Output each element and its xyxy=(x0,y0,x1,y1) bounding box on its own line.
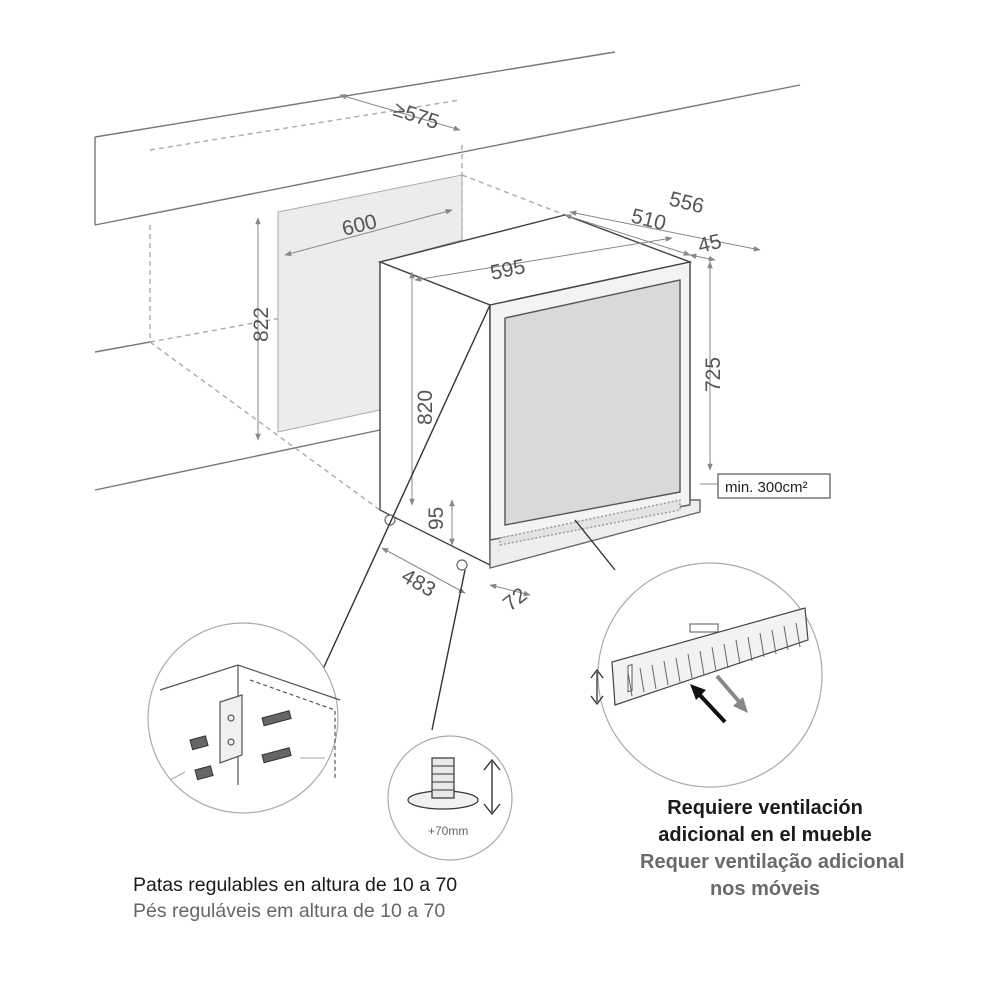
ventilation-caption-es-1: Requiere ventilación xyxy=(667,797,863,819)
dim-plinth-height: 95 xyxy=(425,507,448,530)
foot-detail-label: +70mm xyxy=(428,824,468,838)
leader-lines xyxy=(317,304,616,731)
dim-niche-depth: ≥575 xyxy=(390,98,441,134)
double-arrow-icon xyxy=(590,668,604,706)
ventilation-caption: Requiere ventilación adicional en el mue… xyxy=(640,795,905,903)
feet-caption-es: Patas regulables en altura de 10 a 70 xyxy=(133,874,458,896)
grille-detail xyxy=(590,562,823,788)
ventilation-label: min. 300cm² xyxy=(725,479,808,496)
dim-niche-height: 822 xyxy=(250,307,273,342)
dim-total-depth: 556 xyxy=(667,188,707,219)
screw-icons xyxy=(189,710,292,781)
foot-detail: +70mm xyxy=(387,735,513,861)
double-arrow-icon xyxy=(483,758,501,816)
dim-feet-depth: 483 xyxy=(398,564,440,601)
feet-caption-pt: Pés reguláveis em altura de 10 a 70 xyxy=(133,900,446,922)
ventilation-caption-es-2: adicional en el mueble xyxy=(658,824,872,846)
dim-body-depth: 510 xyxy=(629,205,669,236)
feet-caption: Patas regulables en altura de 10 a 70 Pé… xyxy=(133,872,457,924)
cooler-glass xyxy=(504,279,681,526)
ventilation-caption-pt-2: nos móveis xyxy=(709,878,821,900)
dimension-lines xyxy=(255,94,761,597)
ventilation-callout: min. 300cm² xyxy=(717,473,831,499)
dim-door-depth: 45 xyxy=(696,230,724,258)
cooler-plinth xyxy=(489,499,701,569)
ventilation-caption-pt-1: Requer ventilação adicional xyxy=(640,851,905,873)
ventilation-grille xyxy=(499,499,681,546)
bracket-detail xyxy=(147,622,341,814)
dim-door-height: 725 xyxy=(702,357,725,392)
dim-unit-height: 820 xyxy=(414,390,437,425)
airflow-arrow-icon xyxy=(690,674,748,724)
